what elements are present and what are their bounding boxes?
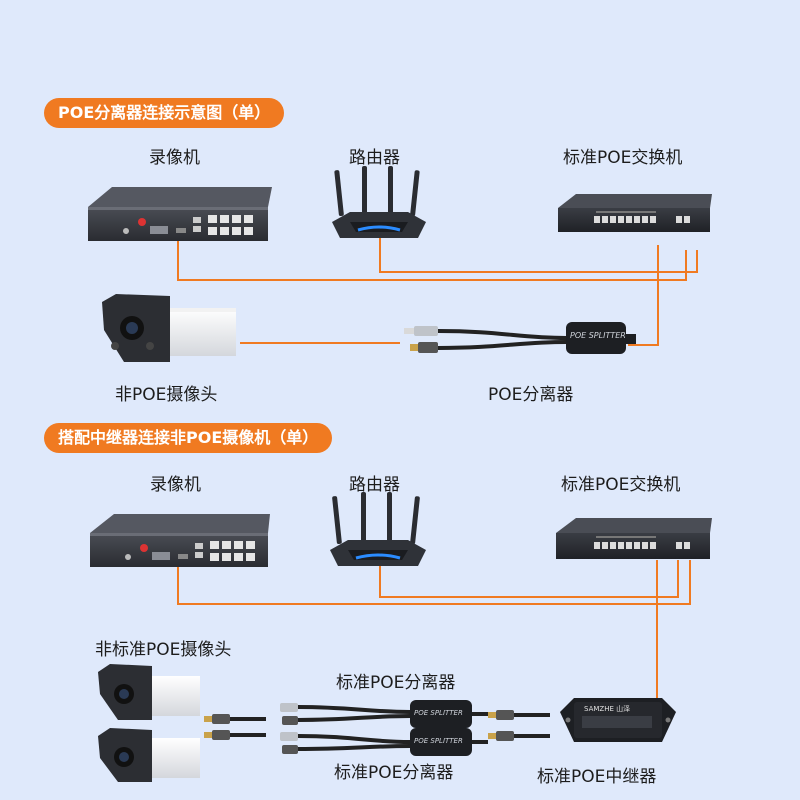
section1-cables	[177, 238, 698, 346]
section2-camera-bottom	[98, 728, 200, 782]
section1-recorder	[88, 187, 272, 241]
section1-recorder-label: 录像机	[149, 148, 200, 168]
section1-router	[332, 166, 426, 238]
section2-recorder-label: 录像机	[150, 475, 201, 495]
section1-poe-splitter	[404, 322, 636, 354]
section1-router-label: 路由器	[349, 148, 400, 168]
section2-recorder	[90, 514, 270, 567]
section2-camera-top	[98, 664, 200, 720]
section2-repeater-cables	[472, 710, 550, 744]
section2-camera-plugs	[204, 714, 266, 740]
section2-title: 搭配中继器连接非POE摄像机（单）	[44, 423, 333, 453]
section1-splitter-label: POE分离器	[488, 385, 574, 405]
section2-router-label: 路由器	[349, 475, 400, 495]
section2-cables	[177, 560, 691, 698]
section2-splitter-bottom-label: 标准POE分离器	[334, 763, 454, 783]
section2-router	[330, 492, 426, 566]
section2-splitter-top	[280, 700, 472, 728]
section2-splitter-bottom	[280, 728, 472, 756]
section2-splitter-top-label: 标准POE分离器	[336, 673, 456, 693]
section1-title: POE分离器连接示意图（单）	[44, 98, 285, 128]
section1-switch-label: 标准POE交换机	[563, 148, 683, 168]
section1-camera-label: 非POE摄像头	[115, 385, 218, 405]
repeater-brand-text: SAMZHE 山泽	[584, 705, 631, 713]
section2-switch-label: 标准POE交换机	[561, 475, 681, 495]
splitter-brand-text: POE SPLITTER	[570, 331, 626, 340]
section1-camera	[102, 294, 236, 362]
splitter-top-brand-text: POE SPLITTER	[414, 709, 463, 717]
section2-repeater-label: 标准POE中继器	[537, 767, 657, 787]
section2-poe-switch	[556, 518, 712, 559]
section1-poe-switch	[558, 194, 712, 232]
section2-poe-repeater	[560, 698, 676, 742]
section2-cameras-label: 非标准POE摄像头	[95, 640, 232, 660]
splitter-bottom-brand-text: POE SPLITTER	[414, 737, 463, 745]
